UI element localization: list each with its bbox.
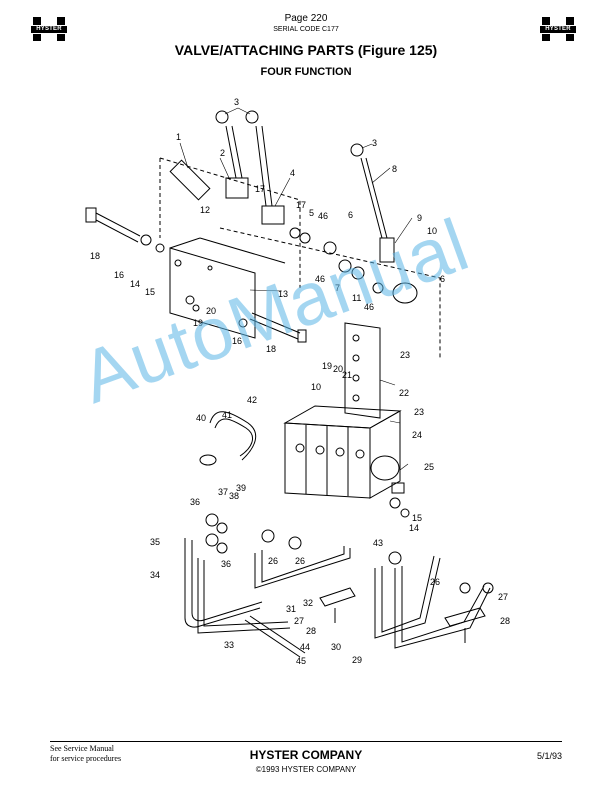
callout-16: 16	[232, 336, 242, 346]
callout-28: 28	[306, 626, 316, 636]
callout-25: 25	[424, 462, 434, 472]
footer-note-line2: for service procedures	[50, 754, 122, 763]
callout-4: 4	[290, 168, 295, 178]
callout-23: 23	[414, 407, 424, 417]
callout-33: 33	[224, 640, 234, 650]
callout-35: 35	[150, 537, 160, 547]
callout-26: 26	[295, 556, 305, 566]
callout-37: 37	[218, 487, 228, 497]
callout-41: 41	[222, 410, 232, 420]
callout-46: 46	[318, 211, 328, 221]
callout-40: 40	[196, 413, 206, 423]
callout-13: 13	[278, 289, 288, 299]
callout-32: 32	[303, 598, 313, 608]
callout-29: 29	[352, 655, 362, 665]
footer-date: 5/1/93	[536, 751, 562, 761]
exploded-parts-diagram: 1 2 3 3 3 4 5 6 6 7 8 9 10 10 11 12 13 1…	[85, 97, 510, 666]
page-subtitle: FOUR FUNCTION	[260, 66, 352, 78]
callout-9: 9	[417, 213, 422, 223]
callout-46: 46	[364, 302, 374, 312]
callout-2: 2	[220, 148, 225, 158]
callout-1: 1	[176, 132, 181, 142]
callout-10: 10	[311, 382, 321, 392]
footer-company: HYSTER COMPANY	[249, 748, 363, 762]
callout-16: 16	[114, 270, 124, 280]
callout-22: 22	[399, 388, 409, 398]
callout-20: 20	[206, 306, 216, 316]
callout-36: 36	[221, 559, 231, 569]
callout-5: 5	[309, 208, 314, 218]
callout-20: 20	[333, 364, 343, 374]
callout-38: 38	[229, 491, 239, 501]
hyster-logo-left: HYSTER	[31, 17, 67, 41]
callout-42: 42	[247, 395, 257, 405]
callout-45: 45	[296, 656, 306, 666]
logo-text: HYSTER	[540, 26, 576, 33]
footer-copyright: ©1993 HYSTER COMPANY	[255, 765, 357, 774]
callout-14: 14	[409, 523, 419, 533]
callout-11: 11	[352, 293, 361, 303]
page-number: Page 220	[284, 13, 328, 24]
callout-30: 30	[331, 642, 341, 652]
callout-31: 31	[286, 604, 296, 614]
callout-18: 18	[90, 251, 100, 261]
callout-6: 6	[440, 274, 445, 284]
callout-7: 7	[335, 283, 340, 293]
callout-39: 39	[236, 483, 246, 493]
callout-19: 19	[322, 361, 332, 371]
callout-26: 26	[430, 577, 440, 587]
callout-14: 14	[130, 279, 140, 289]
callout-12: 12	[200, 205, 210, 215]
callout-46: 46	[315, 274, 325, 284]
callout-17: 17	[255, 184, 265, 194]
callout-17: 17	[296, 200, 306, 210]
callout-15: 15	[412, 513, 422, 523]
callout-27: 27	[498, 592, 508, 602]
page-title: VALVE/ATTACHING PARTS (Figure 125)	[174, 42, 438, 58]
callout-26: 26	[268, 556, 278, 566]
footer-divider	[50, 741, 562, 742]
callout-10: 10	[427, 226, 437, 236]
callout-15: 15	[145, 287, 155, 297]
callout-44: 44	[300, 642, 310, 652]
callout-24: 24	[412, 430, 422, 440]
callout-18: 18	[266, 344, 276, 354]
callout-28: 28	[500, 616, 510, 626]
callout-19: 19	[193, 318, 203, 328]
callout-36: 36	[190, 497, 200, 507]
footer-note: See Service Manual for service procedure…	[50, 744, 121, 764]
callout-23: 23	[400, 350, 410, 360]
callout-43: 43	[373, 538, 383, 548]
hyster-logo-right: HYSTER	[540, 17, 576, 41]
callout-27: 27	[294, 616, 304, 626]
callout-8: 8	[392, 164, 397, 174]
footer-note-line1: See Service Manual	[50, 744, 114, 753]
callout-34: 34	[150, 570, 160, 580]
logo-text: HYSTER	[31, 26, 67, 33]
callout-6: 6	[348, 210, 353, 220]
callout-3: 3	[372, 138, 377, 148]
callout-21: 21	[342, 370, 352, 380]
serial-code: SERIAL CODE C177	[273, 26, 339, 33]
callout-3: 3	[234, 97, 239, 107]
